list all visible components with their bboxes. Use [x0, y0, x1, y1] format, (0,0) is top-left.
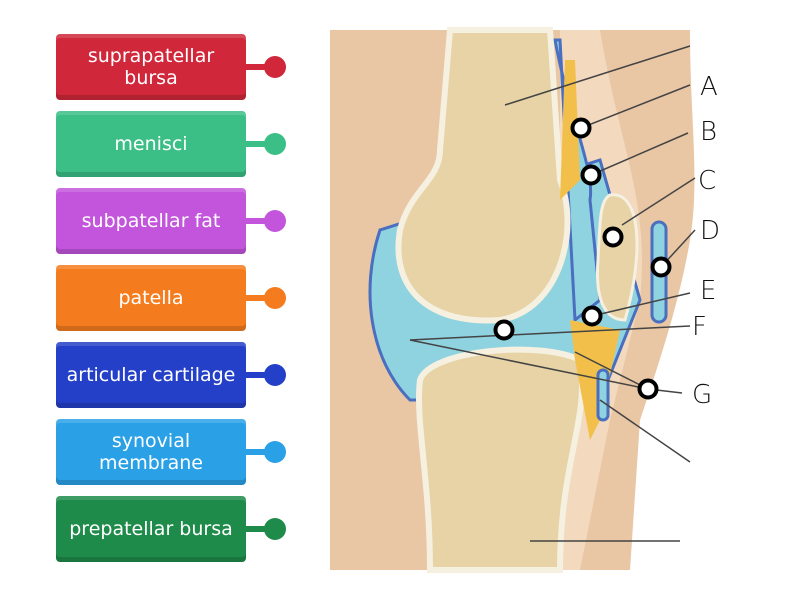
label-prepatellar-bursa[interactable]: prepatellar bursa [56, 496, 246, 562]
label-connector [246, 64, 268, 70]
label-connector [246, 141, 268, 147]
hotspot-f[interactable] [493, 319, 515, 341]
label-pin-dot[interactable] [264, 133, 286, 155]
letter-e: E [700, 276, 717, 306]
label-synovial-membrane[interactable]: synovial membrane [56, 419, 246, 485]
label-text: prepatellar bursa [69, 518, 233, 540]
hotspot-b[interactable] [580, 164, 602, 186]
label-text: patella [118, 287, 184, 309]
label-pin-dot[interactable] [264, 56, 286, 78]
label-pin-dot[interactable] [264, 364, 286, 386]
label-text: synovial membrane [99, 430, 203, 474]
letter-c: C [698, 166, 717, 196]
letter-a: A [700, 72, 718, 102]
label-text: menisci [114, 133, 188, 155]
patella-bone [595, 193, 639, 322]
label-connector [246, 372, 268, 378]
label-patella[interactable]: patella [56, 265, 246, 331]
hotspot-c[interactable] [602, 226, 624, 248]
label-suprapatellar-bursa[interactable]: suprapatellar bursa [56, 34, 246, 100]
hotspot-g[interactable] [637, 378, 659, 400]
label-pin-dot[interactable] [264, 518, 286, 540]
label-text: articular cartilage [66, 364, 236, 386]
label-pin-dot[interactable] [264, 287, 286, 309]
label-connector [246, 295, 268, 301]
label-articular-cartilage[interactable]: articular cartilage [56, 342, 246, 408]
label-connector [246, 449, 268, 455]
hotspot-d[interactable] [650, 256, 672, 278]
label-connector [246, 526, 268, 532]
label-text: subpatellar fat [81, 210, 221, 232]
hotspot-a[interactable] [570, 117, 592, 139]
label-connector [246, 218, 268, 224]
fat-pad [570, 320, 620, 440]
label-text: suprapatellar bursa [87, 45, 215, 89]
letter-g: G [692, 380, 713, 410]
label-pin-dot[interactable] [264, 441, 286, 463]
label-subpatellar-fat[interactable]: subpatellar fat [56, 188, 246, 254]
letter-b: B [700, 117, 718, 147]
letter-d: D [700, 216, 721, 246]
label-menisci[interactable]: menisci [56, 111, 246, 177]
tibia [415, 346, 586, 573]
label-pin-dot[interactable] [264, 210, 286, 232]
letter-f: F [692, 312, 707, 342]
femur [395, 27, 571, 324]
hotspot-e[interactable] [581, 305, 603, 327]
